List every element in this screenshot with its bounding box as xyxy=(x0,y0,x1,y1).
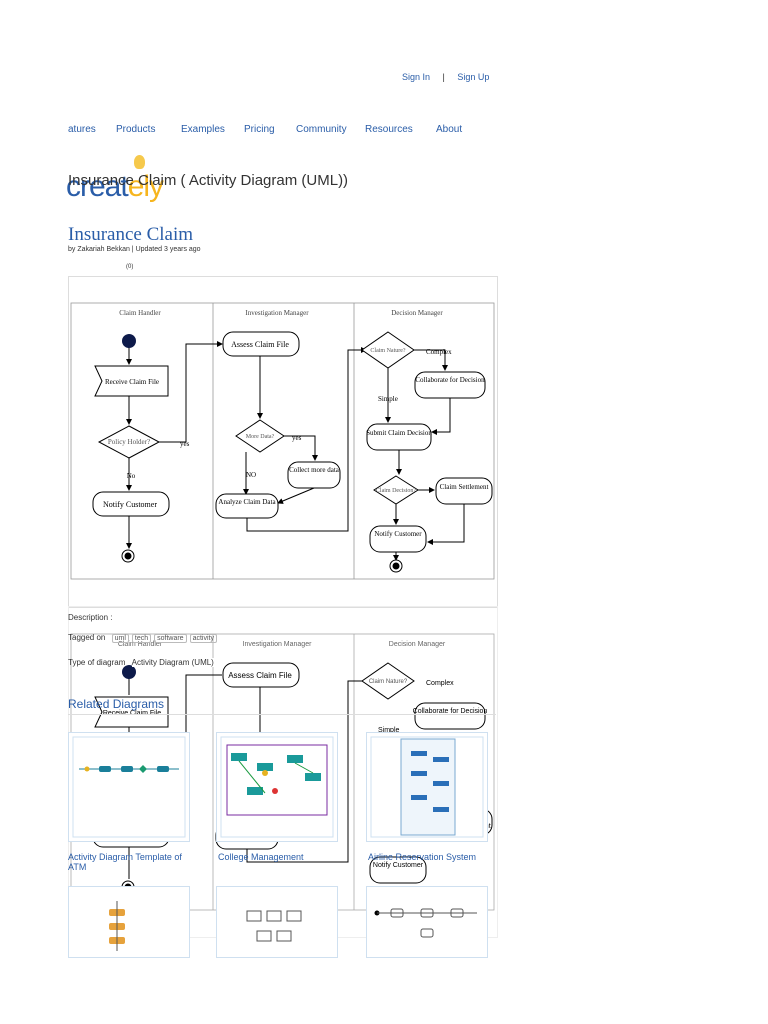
lane-claim-handler: Claim Handler xyxy=(119,309,161,317)
document-title: Insurance Claim xyxy=(68,224,194,245)
page-title: Insurance Claim ( Activity Diagram (UML)… xyxy=(68,172,349,189)
svg-text:Claim Decision?: Claim Decision? xyxy=(376,488,416,494)
svg-text:Submit Claim Decision: Submit Claim Decision xyxy=(366,429,432,437)
svg-text:Collect more data: Collect more data xyxy=(289,466,340,474)
related-title-airline[interactable]: Airline Reservation System xyxy=(368,852,477,862)
tag-tech[interactable]: tech xyxy=(131,634,152,643)
svg-text:No: No xyxy=(127,472,136,480)
notify-customer-node-2 xyxy=(369,525,427,553)
auth-links: Sign In | Sign Up xyxy=(402,72,489,82)
activity-diagram[interactable]: Claim Handler Investigation Manager Deci… xyxy=(70,302,496,582)
related-thumb-college[interactable] xyxy=(216,732,338,842)
nav-item-resources[interactable]: Resources xyxy=(365,124,413,135)
tag-software[interactable]: software xyxy=(154,634,187,643)
svg-text:Policy Holder?: Policy Holder? xyxy=(108,438,150,446)
related-title-college[interactable]: College Management xyxy=(218,852,304,862)
tagged-on-label: Tagged on xyxy=(68,633,106,642)
nav-item-about[interactable]: About xyxy=(436,124,463,135)
related-diagrams-title: Related Diagrams xyxy=(68,697,165,711)
svg-text:Claim Settlement: Claim Settlement xyxy=(440,483,489,491)
diagram-frame xyxy=(68,276,498,608)
related-thumb-airline[interactable] xyxy=(366,732,488,842)
svg-text:Claim Nature?: Claim Nature? xyxy=(370,348,405,354)
svg-text:Complex: Complex xyxy=(426,348,452,356)
start-node xyxy=(122,334,136,348)
svg-text:Analyze Claim Data: Analyze Claim Data xyxy=(218,498,276,506)
tag-uml[interactable]: uml xyxy=(111,634,129,643)
related-thumb-6[interactable] xyxy=(366,886,488,958)
more-data-decision xyxy=(235,419,285,453)
receive-claim-node xyxy=(94,365,169,397)
svg-text:Investigation Manager: Investigation Manager xyxy=(243,641,313,648)
nav-item-pricing[interactable]: Pricing xyxy=(244,124,275,135)
creately-logo[interactable]: creately xyxy=(66,170,164,203)
svg-text:Receive Claim File: Receive Claim File xyxy=(105,378,159,386)
svg-text:Simple: Simple xyxy=(378,727,400,734)
type-row: Type of diagram Activity Diagram (UML) xyxy=(68,658,214,667)
nav-item-features[interactable]: atures xyxy=(68,124,96,135)
lane-decision-manager: Decision Manager xyxy=(391,309,443,317)
submit-decision-node xyxy=(366,423,432,451)
related-thumb-atm[interactable] xyxy=(68,732,190,842)
nav-item-examples[interactable]: Examples xyxy=(181,124,225,135)
svg-text:Notify Customer: Notify Customer xyxy=(103,500,157,509)
lightbulb-icon xyxy=(134,155,145,169)
type-label: Type of diagram xyxy=(68,658,126,667)
svg-text:Assess Claim File: Assess Claim File xyxy=(231,340,289,349)
svg-text:Notify Customer: Notify Customer xyxy=(374,530,422,538)
svg-text:yes: yes xyxy=(180,440,190,448)
type-value: Activity Diagram (UML) xyxy=(131,658,214,667)
svg-text:Notify Customer: Notify Customer xyxy=(373,862,424,869)
svg-text:Claim Handler: Claim Handler xyxy=(118,641,163,648)
auth-separator: | xyxy=(442,72,445,82)
tag-activity[interactable]: activity xyxy=(189,634,217,643)
nav-item-community[interactable]: Community xyxy=(296,124,347,135)
svg-text:More Data?: More Data? xyxy=(246,434,275,440)
related-title-atm[interactable]: Activity Diagram Template of ATM xyxy=(68,852,182,872)
rating-count: (0) xyxy=(126,264,134,270)
notify-customer-node xyxy=(92,491,170,517)
svg-text:Assess Claim File: Assess Claim File xyxy=(228,671,292,680)
related-thumb-4[interactable] xyxy=(68,886,190,958)
svg-text:NO: NO xyxy=(246,471,256,479)
byline: by Zakariah Bekkan | Updated 3 years ago xyxy=(68,246,201,253)
svg-text:Collaborate for Decision: Collaborate for Decision xyxy=(413,708,488,715)
related-divider xyxy=(68,714,496,715)
svg-text:Receive Claim File: Receive Claim File xyxy=(103,710,161,717)
sign-in-link[interactable]: Sign In xyxy=(402,72,431,82)
svg-text:Complex: Complex xyxy=(426,680,454,687)
related-thumb-5[interactable] xyxy=(216,886,338,958)
sign-up-link[interactable]: Sign Up xyxy=(457,72,490,82)
svg-text:yes: yes xyxy=(292,434,302,442)
claim-settlement-node xyxy=(435,477,493,505)
svg-text:Claim Nature?: Claim Nature? xyxy=(369,679,408,685)
nav-item-products[interactable]: Products xyxy=(116,124,156,135)
description-label: Description : xyxy=(68,613,113,622)
lane-investigation-manager: Investigation Manager xyxy=(245,309,309,317)
svg-text:Collaborate for Decision: Collaborate for Decision xyxy=(415,376,485,384)
svg-text:Decision Manager: Decision Manager xyxy=(389,641,446,648)
assess-claim-node xyxy=(222,331,300,357)
